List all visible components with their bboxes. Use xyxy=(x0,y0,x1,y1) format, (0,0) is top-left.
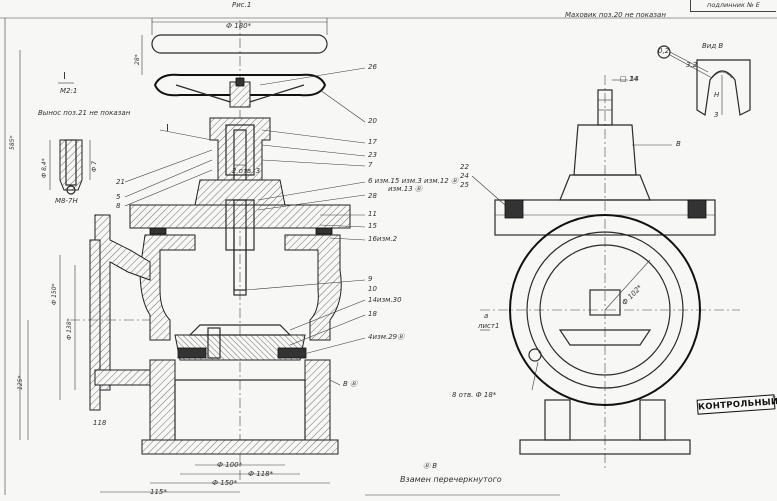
callout-6: 6 изм.15 изм.3 изм.12 Ⓑ xyxy=(368,177,458,185)
view-b-title: Вид В xyxy=(702,42,724,50)
sheet-label-a: а xyxy=(484,312,489,320)
callout-h: H xyxy=(714,91,720,99)
side-disc-hub xyxy=(589,289,621,316)
lower-body-right xyxy=(304,359,331,441)
callout-32: 3,2 xyxy=(686,61,698,69)
dim-bottom1: Ф 100* xyxy=(217,461,243,469)
callout-18: 18 xyxy=(368,310,377,318)
bottom-note-symbol: Ⓑ В xyxy=(423,462,438,470)
bonnet-neck xyxy=(194,179,286,206)
dim-bottom2: Ф 118* xyxy=(248,470,274,478)
dim-seal: 2 отв. 3 xyxy=(232,167,261,175)
seal-right xyxy=(277,347,307,359)
side-view xyxy=(471,75,740,470)
callout-20: 20 xyxy=(368,117,377,125)
disc-pin xyxy=(207,327,221,359)
callout-5: 5 xyxy=(116,193,121,201)
side-flange xyxy=(494,199,716,236)
view-b-profile xyxy=(696,59,751,116)
callout-23: 23 xyxy=(368,151,377,159)
detail-part xyxy=(59,139,83,191)
dim-wheel: Ф 180* xyxy=(226,22,252,30)
callout-10: 10 xyxy=(368,285,377,293)
callout-b2: В xyxy=(676,140,681,148)
callout-24: 24 xyxy=(460,172,469,180)
dim-flange2: Ф 138* xyxy=(66,318,73,340)
inlet-flange xyxy=(89,239,101,411)
sheet-label-b: лист1 xyxy=(478,322,500,330)
handwheel-note: Маховик поз.20 не показан xyxy=(565,11,666,19)
section-i-label: I xyxy=(63,71,66,82)
callout-22: 22 xyxy=(460,163,469,171)
view-b-detail xyxy=(657,45,751,116)
side-bolt-left xyxy=(504,199,524,219)
callout-i: I xyxy=(166,123,169,134)
top-title: Рис.1 xyxy=(232,1,252,9)
side-body-mid xyxy=(526,231,684,389)
section-scale: М2:1 xyxy=(60,87,78,95)
handwheel-spoke-right xyxy=(239,84,305,106)
inlet-branch xyxy=(94,214,151,391)
dim-section3: М8-7Н xyxy=(55,197,78,205)
callout-02: 0,2 xyxy=(658,47,670,55)
dim-bottom4: 115* xyxy=(150,488,167,496)
callout-17: 17 xyxy=(368,138,377,146)
dim-bottom3: Ф 150* xyxy=(212,479,238,487)
top-right-note: подлинник № Е xyxy=(690,0,776,12)
bolt-left xyxy=(149,227,167,235)
handwheel-rim xyxy=(153,73,327,97)
side-base xyxy=(519,439,691,455)
body-left-wall xyxy=(139,234,196,341)
callout-16: 16изм.2 xyxy=(368,235,398,243)
handwheel-top xyxy=(151,34,328,54)
hub-nut xyxy=(235,77,245,87)
bottom-flange xyxy=(141,439,339,455)
callout-4: 4изм.29Ⓑ xyxy=(368,333,405,341)
seal-left xyxy=(177,347,207,359)
dim-section1: Ф 8,4* xyxy=(41,158,48,178)
side-hole xyxy=(528,348,542,362)
dim-bottom5: 118 xyxy=(93,419,107,427)
callout-21: 21 xyxy=(116,178,125,186)
callout-8: 8 xyxy=(116,202,121,210)
square-dim: □ 14 xyxy=(620,75,638,83)
callout-3: 3 xyxy=(714,111,719,119)
callout-6b: изм.13 Ⓑ xyxy=(388,185,422,193)
stem-bore xyxy=(225,124,255,176)
main-section-view xyxy=(19,18,366,493)
callout-9: 9 xyxy=(368,275,373,283)
dim-left-total: 585* xyxy=(9,135,16,150)
body-right-wall xyxy=(284,234,342,341)
handwheel-spoke-left xyxy=(175,84,241,106)
dim-section2: Ф 7 xyxy=(91,161,98,172)
callout-14: 14изм.30 xyxy=(368,296,402,304)
callout-26: 26 xyxy=(368,63,377,71)
callout-14b: 14 xyxy=(630,75,639,83)
dim-left-lower: 125* xyxy=(17,375,24,390)
lower-body-left xyxy=(149,359,176,441)
side-disc xyxy=(558,329,652,346)
callout-28: 28 xyxy=(368,192,377,200)
bonnet-flange xyxy=(129,204,351,229)
section-i-detail xyxy=(49,82,91,195)
callout-b: В Ⓑ xyxy=(343,380,358,388)
side-bolt-right xyxy=(687,199,707,219)
dim-top: 28* xyxy=(134,54,141,65)
bolt-right xyxy=(315,227,333,235)
callout-15: 15 xyxy=(368,222,377,230)
view-section-note: Вынос поз.21 не показан xyxy=(38,109,131,117)
callout-7: 7 xyxy=(368,161,373,169)
callout-11: 11 xyxy=(368,210,377,218)
callout-25: 25 xyxy=(460,181,469,189)
bottom-note: Взамен перечеркнутого xyxy=(400,475,502,484)
side-flange-foot xyxy=(94,369,151,386)
side-body-outer xyxy=(509,214,701,406)
side-body-inner xyxy=(539,244,671,376)
dim-flange1: Ф 150* xyxy=(51,283,58,305)
bottom-right-note: 8 отв. Ф 18* xyxy=(452,391,497,399)
